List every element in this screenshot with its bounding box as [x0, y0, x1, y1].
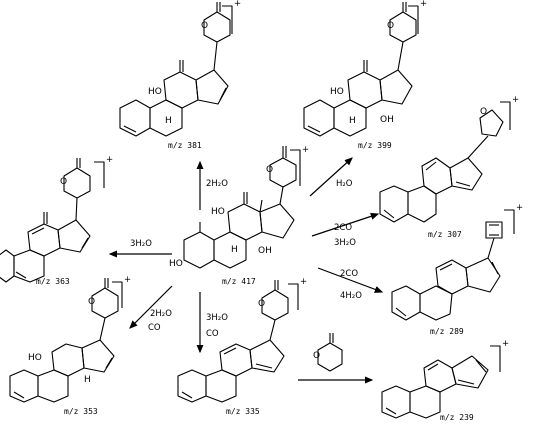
ion-307-charge: +: [512, 95, 519, 105]
arrow-to-307: [311, 212, 380, 237]
ion-353-hydroxyl: HO: [28, 353, 42, 363]
ion-335-charge: +: [300, 277, 307, 287]
ion-307-structure: O m/z 307 +: [379, 95, 519, 239]
ion-239-mz: m/z 239: [440, 413, 474, 422]
ion-289-charge: +: [516, 203, 523, 213]
ion-399-structure: O HO OH H m/z 399 +: [303, 0, 427, 150]
ion-353-h: H: [84, 375, 91, 385]
ion-239-structure: m/z 239 +: [381, 339, 509, 422]
hydroxyl-11-label: HO: [211, 207, 225, 217]
ion-335-mz: m/z 335: [226, 407, 260, 416]
ion-381-structure: O HO H m/z 381 +: [119, 0, 241, 150]
ion-399-oxygen: O: [387, 21, 394, 31]
arrow-to-353: [129, 285, 173, 329]
condition-to-353-a: 2H₂O: [150, 309, 172, 319]
condition-to-353-b: CO: [148, 323, 161, 333]
ion-381-hydroxyl: HO: [148, 87, 162, 97]
ion-381-oxygen: O: [201, 21, 208, 31]
ion-239-charge: +: [502, 339, 509, 349]
ion-335-structure: O m/z 335 +: [177, 277, 307, 416]
ion-363-structure: O m/z 363 +: [0, 155, 113, 286]
h9-label: H: [231, 245, 238, 255]
ion-307-mz: m/z 307: [428, 230, 462, 239]
ion-381-h: H: [165, 116, 172, 126]
condition-to-289-b: 4H₂O: [340, 291, 362, 301]
ion-353-charge: +: [124, 275, 131, 285]
ion-399-mz: m/z 399: [358, 141, 392, 150]
ion-399-charge: +: [420, 0, 427, 9]
ion-399-oh: OH: [380, 115, 394, 125]
arrow-to-399: [309, 157, 353, 197]
pyranone-loss-structure: O: [313, 333, 343, 372]
parent-mz-label: m/z 417: [222, 277, 256, 286]
ion-353-structure: O HO H m/z 353 +: [9, 275, 131, 416]
ion-307-oxygen: O: [480, 107, 487, 117]
hydroxyl-3-label: HO: [169, 259, 183, 269]
condition-to-289-a: 2CO: [340, 269, 358, 279]
ion-335-oxygen: O: [258, 299, 265, 309]
condition-to-399: H₂O: [336, 179, 353, 189]
condition-to-335-a: 3H₂O: [206, 313, 228, 323]
ion-381-mz: m/z 381: [168, 141, 202, 150]
pyranone-loss-oxygen: O: [313, 351, 320, 361]
condition-to-307-a: 2CO: [334, 223, 352, 233]
ion-289-structure: m/z 289 +: [391, 203, 523, 336]
condition-to-335-b: CO: [206, 329, 219, 339]
pyranone-oxygen: O: [266, 165, 273, 175]
ion-363-oxygen: O: [60, 177, 67, 187]
condition-to-307-b: 3H₂O: [334, 238, 356, 248]
condition-to-381: 2H₂O: [206, 179, 228, 189]
ion-363-mz: m/z 363: [36, 277, 70, 286]
ion-353-oxygen: O: [88, 297, 95, 307]
parent-ion-structure: O HO OH H HO m/z 417 +: [169, 145, 309, 286]
ion-363-charge: +: [106, 155, 113, 165]
ion-381-charge: +: [234, 0, 241, 9]
ion-353-mz: m/z 353: [64, 407, 98, 416]
parent-charge: +: [302, 145, 309, 155]
arrow-to-289: [317, 267, 384, 293]
ion-289-mz: m/z 289: [430, 327, 464, 336]
hydroxyl-14-label: OH: [258, 246, 272, 256]
condition-to-363: 3H₂O: [130, 239, 152, 249]
ion-399-hydroxyl: HO: [330, 87, 344, 97]
ion-399-h: H: [349, 116, 356, 126]
